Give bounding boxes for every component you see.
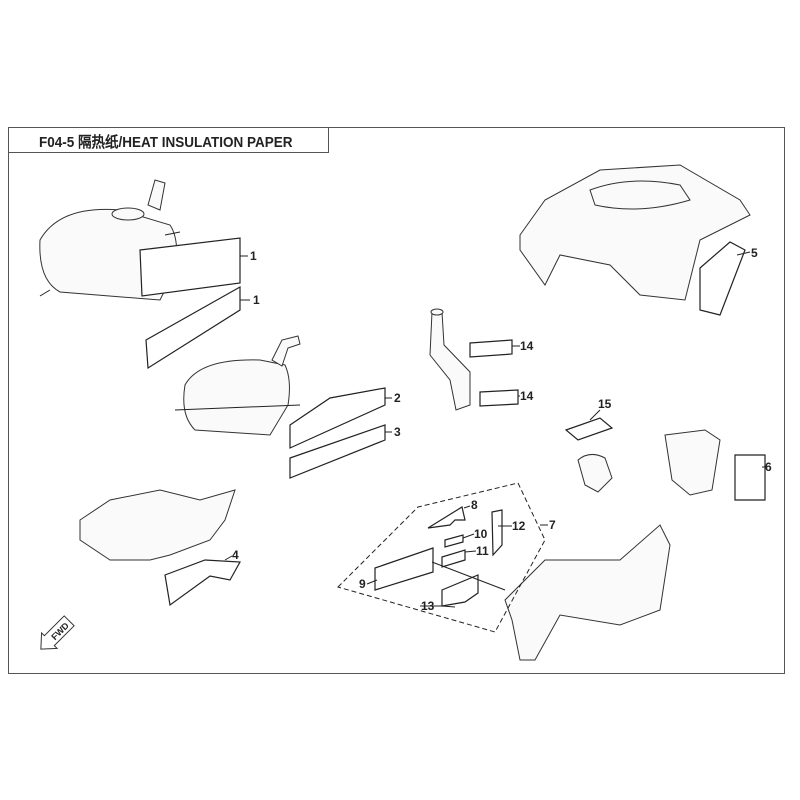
left-front-fender-part [79, 489, 236, 561]
callout-5: 5 [751, 246, 758, 260]
sheet-5 [699, 241, 746, 316]
sheet-12 [491, 509, 503, 557]
battery-box-part [664, 429, 721, 496]
callout-1b: 1 [253, 293, 260, 307]
sheet-6 [734, 454, 766, 501]
sheet-8 [427, 506, 466, 529]
sheet-10 [444, 534, 464, 548]
intake-boot-part [577, 454, 613, 493]
callout-4: 4 [232, 548, 239, 562]
callout-6: 6 [765, 460, 772, 474]
right-footrest-part [504, 524, 671, 661]
sub-tank-part [174, 335, 301, 436]
rear-fender-part [519, 164, 751, 301]
sheet-14b [479, 389, 519, 407]
sheet-3 [289, 424, 386, 479]
callout-8: 8 [471, 498, 478, 512]
callout-11: 11 [476, 544, 489, 558]
sheet-4 [164, 559, 241, 607]
callout-9: 9 [359, 577, 366, 591]
callout-2: 2 [394, 391, 401, 405]
page-title: F04-5 隔热纸/HEAT INSULATION PAPER [39, 134, 293, 151]
air-duct-part [429, 308, 471, 411]
callout-12: 12 [512, 519, 526, 533]
kit-7-outline [337, 482, 546, 633]
sheet-15 [564, 417, 614, 441]
sheet-9 [374, 547, 434, 591]
sheet-2 [289, 387, 386, 449]
sheet-14a [469, 339, 513, 358]
title-box: F04-5 隔热纸/HEAT INSULATION PAPER [8, 127, 329, 153]
callout-7: 7 [549, 518, 556, 532]
sheet-13 [441, 574, 479, 607]
fwd-arrow-icon: FWD [40, 615, 75, 650]
sheet-11 [441, 549, 466, 568]
callout-14a: 14 [520, 339, 534, 353]
callout-13: 13 [421, 599, 435, 613]
diagram-frame [8, 127, 785, 674]
callout-3: 3 [394, 425, 401, 439]
callout-15: 15 [598, 397, 612, 411]
sheet-1b [145, 285, 241, 370]
callout-1a: 1 [250, 249, 257, 263]
sheet-1a [139, 237, 241, 297]
callout-14b: 14 [520, 389, 534, 403]
callout-10: 10 [474, 527, 488, 541]
